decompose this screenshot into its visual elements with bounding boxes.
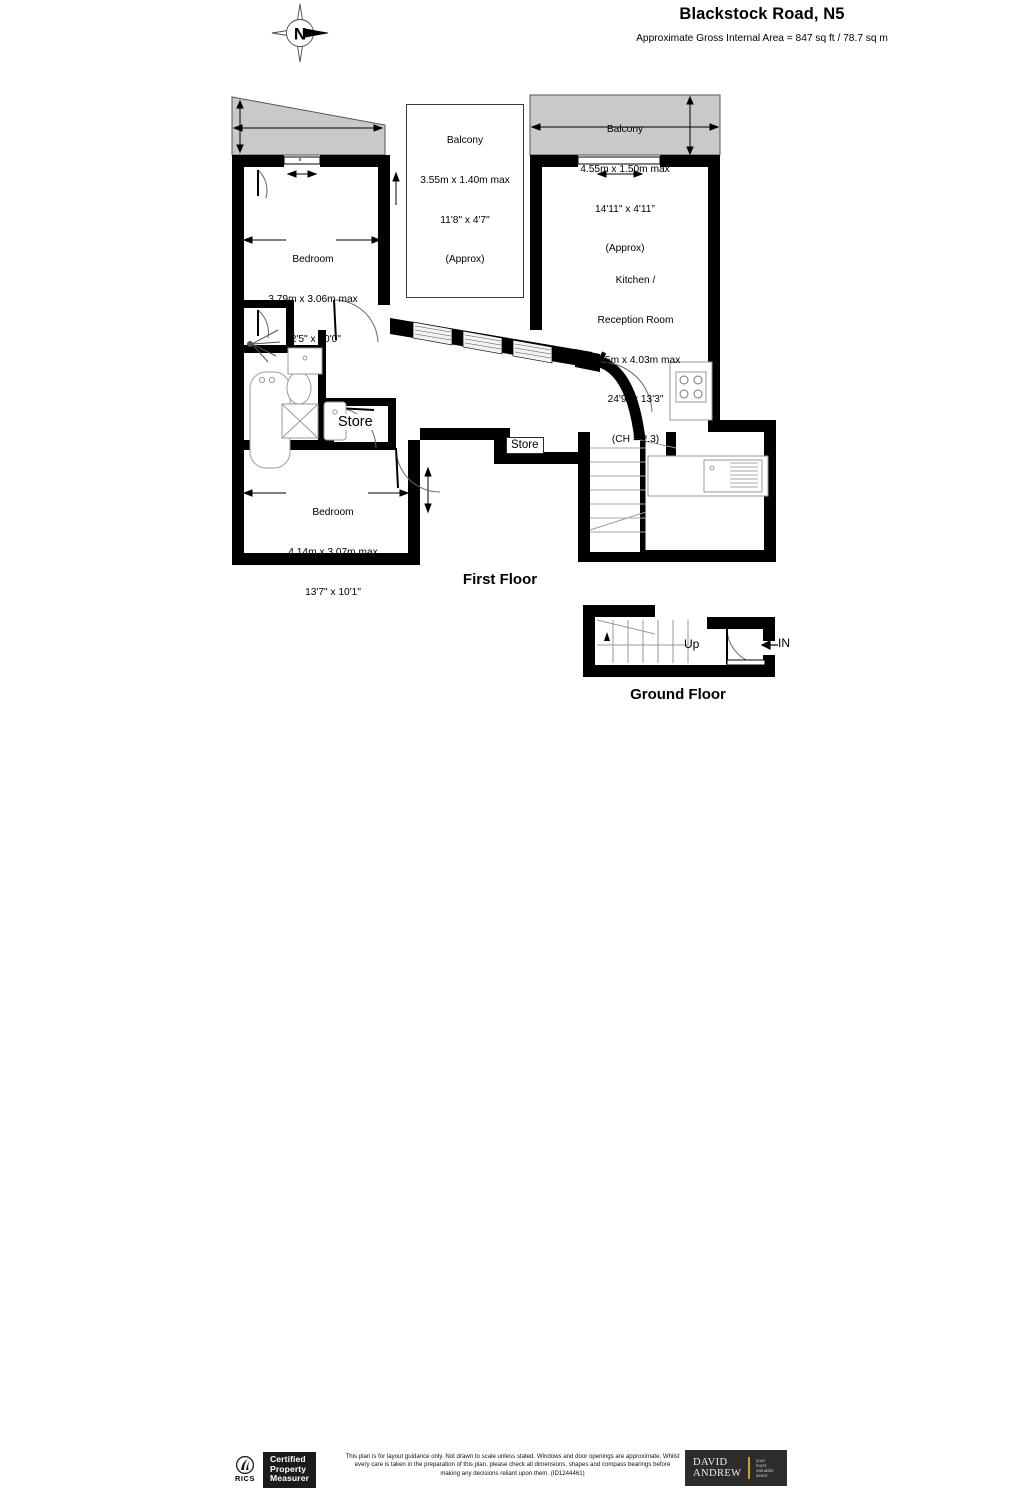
- plan-footer: RICS Certified Property Measurer This pl…: [0, 722, 1024, 1488]
- ground-floor-caption: Ground Floor: [630, 686, 726, 703]
- stair-up-label: Up: [684, 637, 700, 651]
- rics-emblem-icon: [235, 1456, 255, 1475]
- agency-logo: DAVID ANDREW your most valuable asset: [685, 1450, 787, 1486]
- bedroom-top-imperial: 12'5" x 10'0": [285, 333, 341, 345]
- rics-certification: RICS Certified Property Measurer: [232, 1452, 317, 1488]
- plan-text-labels: Balcony 3.55m x 1.40m max 11'8" x 4'7" (…: [243, 97, 790, 703]
- badge-line-1: Certified: [270, 1454, 306, 1464]
- bedroom-top-metric: 3.79m x 3.06m max: [268, 294, 358, 306]
- room-label-bedroom-bottom: Bedroom 4.14m x 3.07m max 13'7" x 10'1": [263, 480, 403, 625]
- balcony-right-name: Balcony: [606, 124, 644, 136]
- balcony-left-approx: (Approx): [445, 254, 485, 266]
- compass-rose: N: [258, 2, 342, 64]
- bedroom-bottom-name: Bedroom: [312, 507, 354, 519]
- bedroom-bottom-metric: 4.14m x 3.07m max: [288, 547, 378, 559]
- tagline-line4: asset: [755, 1473, 768, 1479]
- entrance-in-label: IN: [778, 636, 790, 650]
- kitchen-metric: 7.55m x 4.03m max: [590, 354, 681, 366]
- first-floor-caption: First Floor: [462, 571, 538, 588]
- balcony-right-approx: (Approx): [605, 243, 645, 255]
- legal-disclaimer: This plan is for layout guidance only. N…: [345, 1453, 680, 1477]
- logo-divider: [748, 1457, 750, 1479]
- kitchen-name-line2: Reception Room: [597, 315, 674, 327]
- kitchen-ceiling-height: (CH = 2.3): [611, 433, 660, 445]
- rics-logo-icon: RICS: [232, 1455, 258, 1485]
- bedroom-bottom-imperial: 13'7" x 10'1": [305, 586, 361, 598]
- compass-north-letter: N: [294, 25, 306, 44]
- room-label-balcony-left: Balcony 3.55m x 1.40m max 11'8" x 4'7" (…: [406, 104, 524, 298]
- room-label-kitchen-reception: Kitchen / Reception Room 7.55m x 4.03m m…: [563, 248, 708, 472]
- balcony-right-metric: 4.55m x 1.50m max: [580, 164, 670, 176]
- room-label-balcony-right: Balcony 4.55m x 1.50m max 14'11" x 4'11"…: [545, 97, 705, 282]
- agency-name-line1: DAVID: [693, 1457, 728, 1468]
- badge-line-3: Measurer: [270, 1473, 310, 1484]
- balcony-right-imperial: 14'11" x 4'11": [594, 203, 656, 215]
- balcony-left-name: Balcony: [446, 135, 484, 147]
- room-label-bedroom-top: Bedroom 3.79m x 3.06m max 12'5" x 10'0": [243, 227, 383, 372]
- gross-internal-area-note: Approximate Gross Internal Area = 847 sq…: [636, 33, 888, 44]
- certified-property-measurer-badge: Certified Property Measurer: [263, 1452, 317, 1488]
- agency-name: DAVID ANDREW: [693, 1457, 741, 1479]
- page-title: Blackstock Road, N5: [679, 5, 845, 23]
- room-label-store-left: Store: [336, 414, 375, 430]
- balcony-left-imperial: 11'8" x 4'7": [440, 214, 490, 226]
- plan-header: Blackstock Road, N5 Approximate Gross In…: [512, 4, 1012, 46]
- bedroom-top-name: Bedroom: [292, 254, 334, 266]
- kitchen-name-line1: Kitchen /: [615, 275, 656, 287]
- kitchen-imperial: 24'9" x 13'3": [607, 394, 664, 406]
- agency-name-line2: ANDREW: [693, 1468, 742, 1479]
- agency-tagline: your most valuable asset: [756, 1458, 774, 1479]
- rics-wordmark: RICS: [234, 1474, 256, 1484]
- balcony-left-metric: 3.55m x 1.40m max: [420, 175, 510, 187]
- compass-icon: N: [271, 3, 329, 63]
- room-label-store-mid: Store: [506, 437, 544, 454]
- badge-line-2: Property: [270, 1463, 307, 1474]
